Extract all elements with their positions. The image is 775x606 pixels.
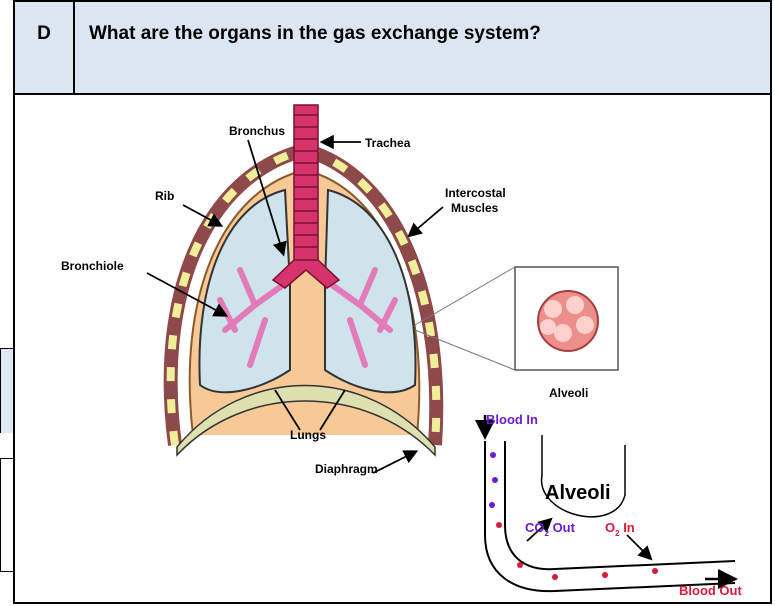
question-title: What are the organs in the gas exchange …	[89, 23, 541, 45]
label-blood-out: Blood Out	[679, 583, 742, 598]
gas-exchange-diagram: Bronchus Trachea Rib Intercostal Muscles…	[15, 95, 770, 604]
label-lungs: Lungs	[290, 428, 326, 442]
section-letter: D	[15, 2, 75, 93]
card-header: D What are the organs in the gas exchang…	[15, 2, 770, 95]
label-alveoli-small: Alveoli	[549, 386, 588, 400]
label-trachea: Trachea	[365, 136, 411, 150]
label-bronchiole: Bronchiole	[61, 259, 124, 273]
label-bronchus: Bronchus	[229, 124, 285, 138]
label-rib: Rib	[155, 189, 174, 203]
label-diaphragm: Diaphragm	[315, 462, 378, 476]
label-o2-in: O2 In	[605, 520, 635, 538]
label-blood-in: Blood In	[486, 412, 538, 427]
question-card: D What are the organs in the gas exchang…	[13, 0, 772, 604]
label-intercostal-1: Intercostal	[445, 186, 506, 200]
label-alveoli-big: Alveoli	[545, 482, 611, 504]
alveoli-inset	[415, 267, 618, 370]
label-intercostal-2: Muscles	[451, 201, 499, 215]
